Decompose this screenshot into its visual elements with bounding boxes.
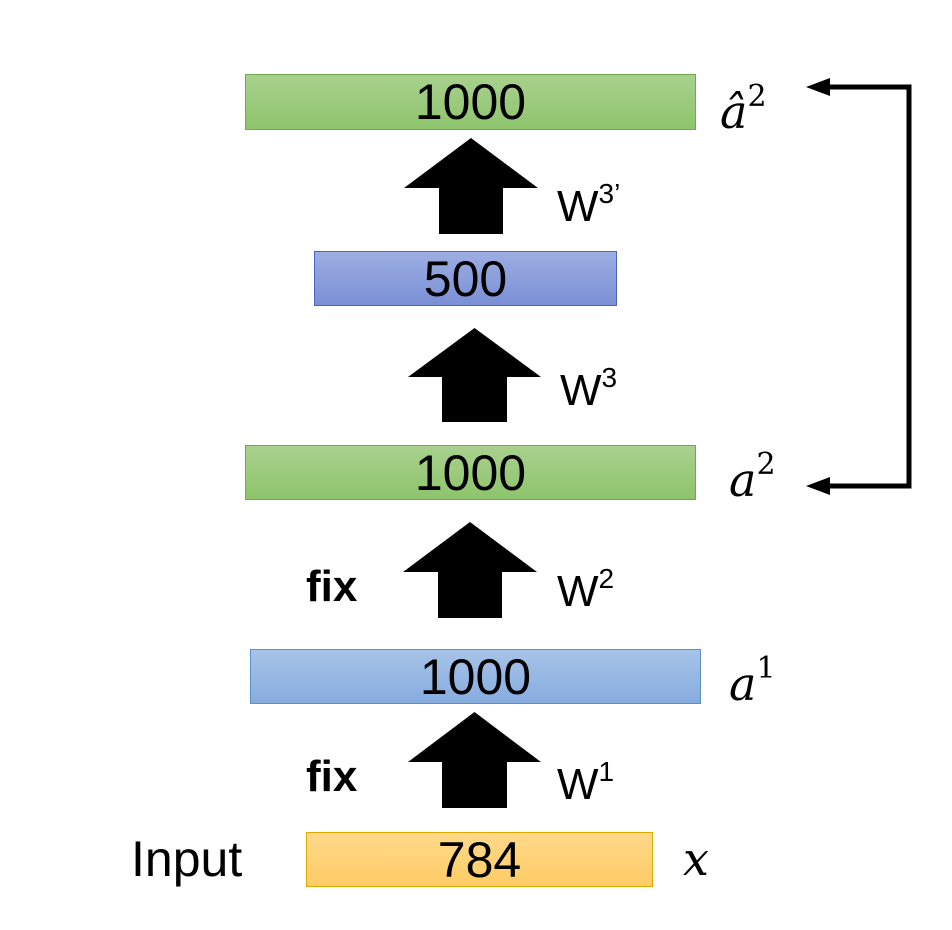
layer-size-label: 1000 [414,444,527,501]
up-arrow-icon [403,522,537,618]
weight-label-w1: W1 [557,756,615,809]
up-arrow-icon [408,712,541,808]
variable-a-hat-2: â2 [720,79,767,139]
fix-label: fix [306,752,358,801]
weight-label-w2: W2 [557,563,615,616]
variable-x: x [683,832,709,886]
fix-label: fix [306,562,358,611]
layer-size-label: 784 [437,831,522,888]
layer-size-label: 1000 [419,648,532,705]
layer-a2-1000: 1000 [245,444,696,501]
input-label: Input [131,831,243,887]
arrowhead-icon [806,78,830,96]
variable-a-2: a2 [729,447,776,507]
up-arrow-icon [408,328,541,422]
weight-label-w3: W3 [560,362,618,415]
up-arrow-icon [404,138,538,234]
weight-label-w3-prime: W3’ [557,178,621,231]
layer-reconstruction-1000: 1000 [245,74,696,130]
layer-input-784: 784 [306,831,653,888]
layer-a1-1000: 1000 [250,648,701,705]
variable-a-1: a1 [729,651,776,711]
layer-size-label: 1000 [414,74,527,130]
layer-size-label: 500 [423,250,508,307]
layer-code-500: 500 [314,250,617,307]
arrowhead-icon [806,477,830,495]
